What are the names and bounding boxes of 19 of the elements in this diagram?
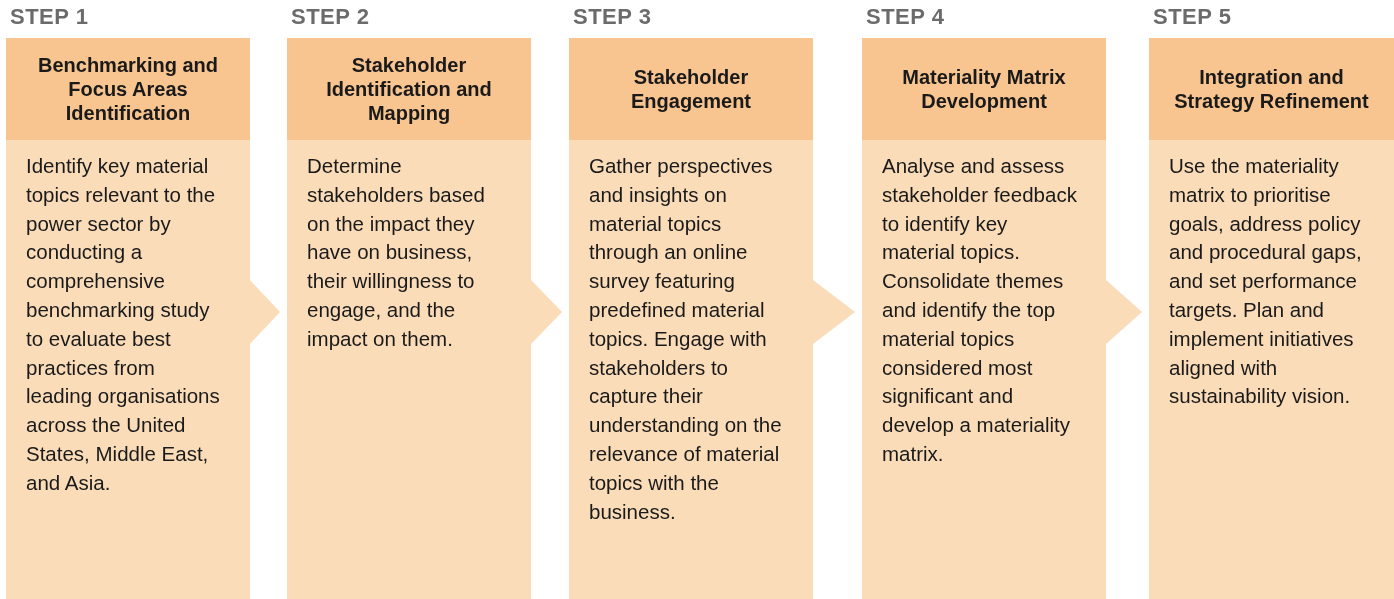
step-header-panel: Stakeholder Identification and Mapping [287,38,531,140]
step-label: STEP 1 [9,3,89,31]
step-description-panel: Analyse and assess stakeholder feedback to identify key material topics. Consolidate themes and identify the top material topics considered most significant and develop a materiality matrix. [862,140,1106,599]
chevron-arrow [1106,280,1142,344]
step-description-panel: Gather perspectives and insights on material topics through an online survey featuring predefined material topics. Engage with stakeholders to capture their understanding on the relevance of material topics with the business. [569,140,813,599]
step-label: STEP 5 [1152,3,1232,31]
step-label: STEP 2 [290,3,370,31]
step-label: STEP 3 [572,3,652,31]
step-description-panel: Determine stakeholders based on the impact they have on business, their willingness to engage, and the impact on them. [287,140,531,599]
step-header-panel: Stakeholder Engagement [569,38,813,140]
chevron-arrow [531,280,562,344]
step-header-panel: Materiality Matrix Development [862,38,1106,140]
step-header-panel: Integration and Strategy Refinement [1149,38,1394,140]
chevron-arrow [250,280,280,344]
step-header-panel: Benchmarking and Focus Areas Identification [6,38,250,140]
chevron-arrow [813,280,855,344]
step-description-panel: Use the materiality matrix to prioritise goals, address policy and procedural gaps, and set performance targets. Plan and implement initiatives aligned with sustainability vision. [1149,140,1394,599]
step-label: STEP 4 [865,3,945,31]
step-description-panel: Identify key material topics relevant to the power sector by conducting a comprehensive benchmarking study to evaluate best practices from leading organisations across the United States, Middle East, and Asia. [6,140,250,599]
